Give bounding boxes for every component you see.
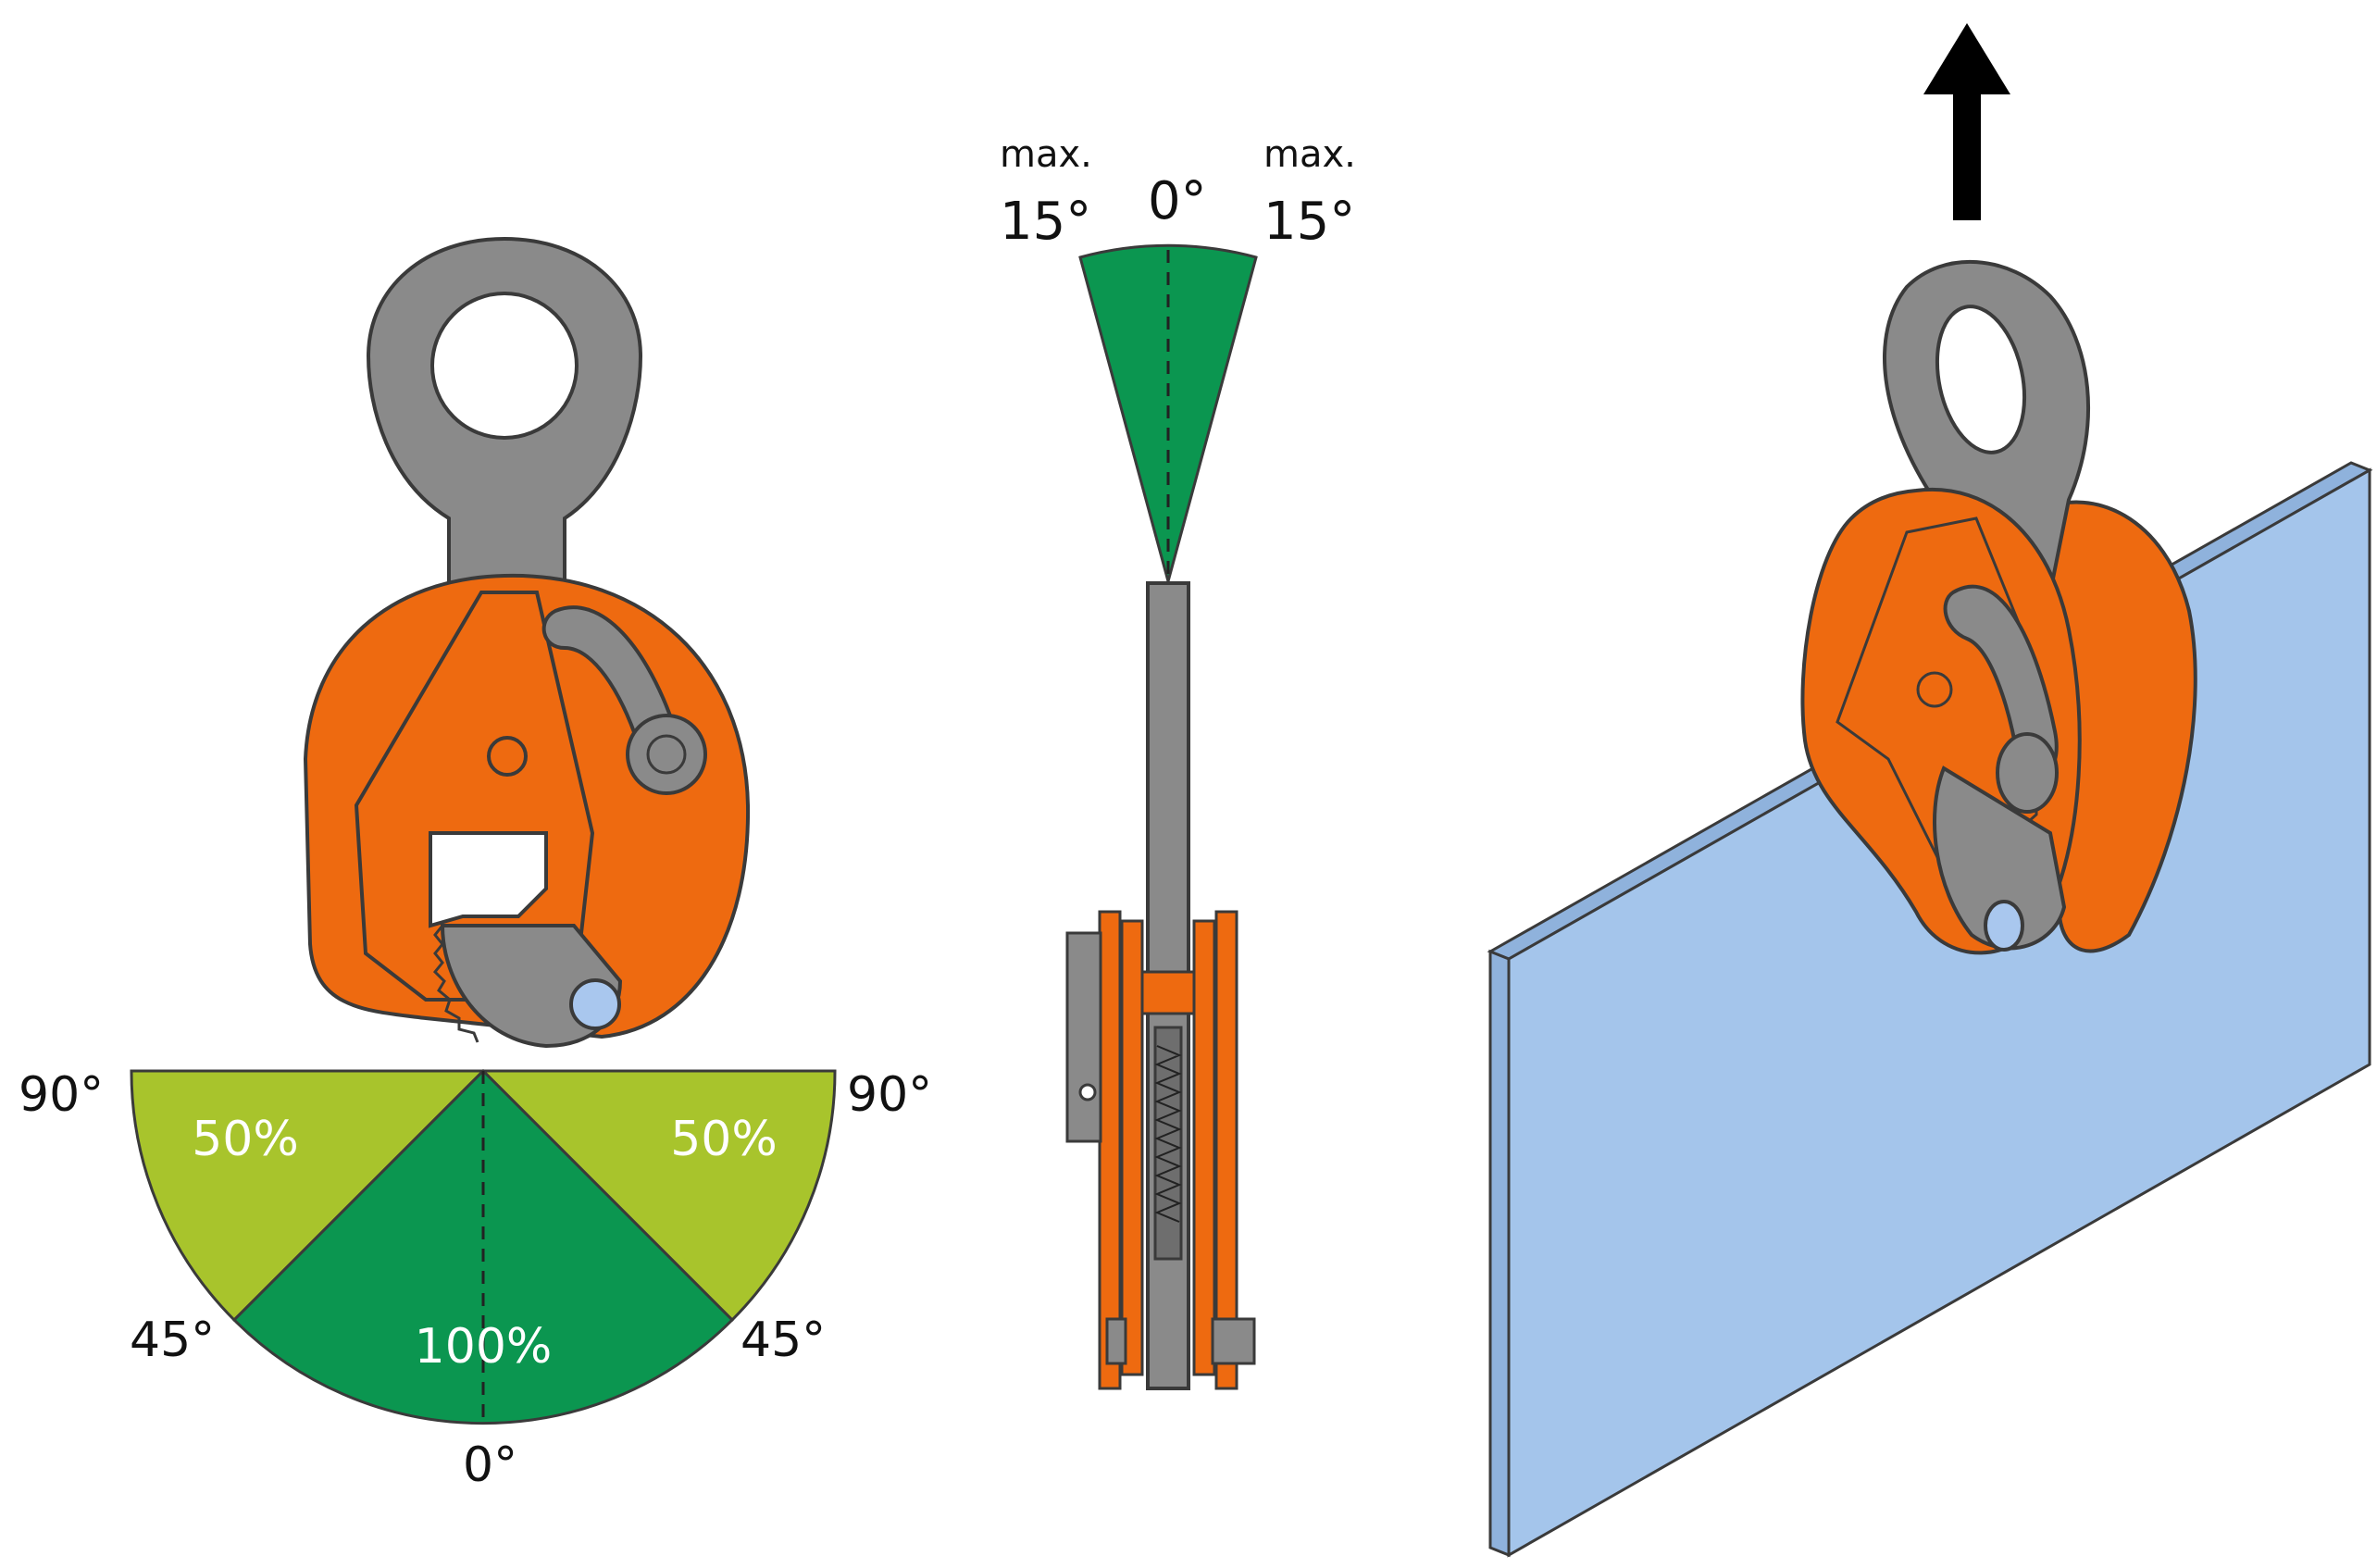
side-left-angle-label: 15° <box>1000 192 1091 252</box>
side-right-max-label: max. <box>1263 133 1356 176</box>
side-plate-right-inner <box>1192 919 1216 1376</box>
side-plate-left-inner <box>1120 919 1144 1376</box>
capacity-chart: 50% 50% 100% 90° 90° 45° 45° 0° <box>19 1067 932 1493</box>
side-right-angle-label: 15° <box>1263 192 1355 252</box>
side-left-max-label: max. <box>1000 133 1092 176</box>
side-center-angle-label: 0° <box>1148 171 1207 231</box>
side-lever-bolt <box>1078 1083 1097 1101</box>
capacity-label-left-50: 50% <box>192 1112 299 1167</box>
angle-label-right-90: 90° <box>847 1067 932 1123</box>
angle-label-right-45: 45° <box>740 1313 826 1368</box>
side-plate-right-outer <box>1214 910 1238 1390</box>
iso-serrated-cam <box>1933 765 2067 951</box>
side-lever-block <box>1065 931 1102 1143</box>
iso-eye-hole <box>1935 305 2027 454</box>
capacity-zone-100 <box>231 1068 735 1425</box>
side-center-block <box>1140 970 1196 1015</box>
lift-arrow-icon <box>1923 23 2010 220</box>
capacity-label-right-50: 50% <box>670 1112 778 1167</box>
side-spring-coil <box>1154 1045 1182 1223</box>
front-lever-pivot-inner <box>646 734 687 775</box>
angle-label-left-45: 45° <box>130 1313 215 1368</box>
side-plate-left-outer <box>1098 910 1122 1390</box>
front-jaw-opening <box>429 831 548 928</box>
iso-blue-pin <box>1984 900 2024 952</box>
isometric-view <box>1487 23 2373 1558</box>
side-bottom-bolt-right <box>1211 1317 1256 1365</box>
capacity-zone-50-right <box>479 1069 837 1323</box>
front-blue-pin <box>569 978 621 1030</box>
capacity-label-100: 100% <box>415 1319 553 1375</box>
angle-label-bottom-0: 0° <box>463 1437 517 1493</box>
front-body-hole <box>487 736 528 777</box>
side-view: max. 15° 0° max. 15° <box>1000 133 1356 1390</box>
angle-label-left-90: 90° <box>19 1067 104 1123</box>
steel-plate-edge-side <box>1488 949 1511 1558</box>
capacity-zone-50-left <box>130 1069 487 1323</box>
front-eye-hole <box>430 292 579 440</box>
iso-body-hole <box>1916 671 1953 708</box>
side-bottom-bolt-left <box>1105 1317 1127 1365</box>
front-view-clamp <box>303 236 751 1049</box>
front-cam-teeth <box>432 925 479 1043</box>
iso-lever-pivot <box>1996 732 2059 814</box>
